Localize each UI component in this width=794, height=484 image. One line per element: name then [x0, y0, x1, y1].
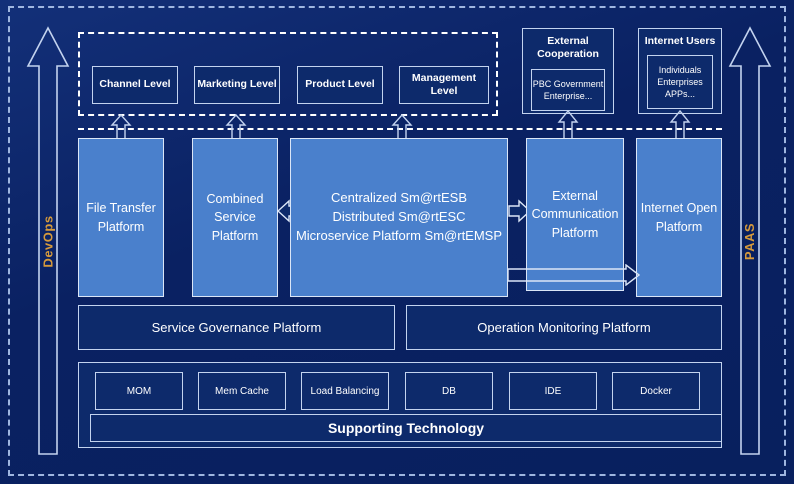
- connector-arrow-internet-open: [669, 110, 691, 140]
- internet-users-title: Internet Users: [644, 35, 716, 47]
- paas-arrow-label: PAAS: [742, 222, 758, 260]
- tech-cell-ide[interactable]: IDE: [509, 372, 597, 410]
- supporting-technology-bar[interactable]: Supporting Technology: [90, 414, 722, 442]
- connector-arrow-esb: [391, 114, 413, 140]
- platform-label: External Communication Platform: [531, 189, 619, 240]
- tech-label: Mem Cache: [215, 385, 269, 397]
- level-box-product[interactable]: Product Level: [297, 66, 383, 104]
- tech-label: IDE: [544, 385, 562, 397]
- platform-box-internet-open[interactable]: Internet Open Platform: [636, 138, 722, 297]
- level-box-channel[interactable]: Channel Level: [92, 66, 178, 104]
- tech-label: Load Balancing: [310, 385, 380, 397]
- level-label: Marketing Level: [197, 78, 277, 91]
- arrow-esb-to-internet-open: [507, 263, 641, 287]
- level-label: Product Level: [305, 78, 375, 91]
- arrow-right-esb-to-external: [508, 198, 532, 224]
- connector-arrow-combined-service: [225, 114, 247, 140]
- tech-cell-docker[interactable]: Docker: [612, 372, 700, 410]
- outer-dashed-frame: [8, 6, 786, 476]
- platform-box-external-communication[interactable]: External Communication Platform: [526, 138, 624, 291]
- platform-box-combined-service[interactable]: Combined Service Platform: [192, 138, 278, 297]
- devops-arrow-label: DevOps: [40, 214, 56, 268]
- platform-label: File Transfer Platform: [86, 201, 156, 234]
- connector-arrow-external-comm: [557, 110, 579, 140]
- tech-label: MOM: [126, 385, 152, 397]
- internet-users-detail: Individuals Enterprises APPs...: [647, 55, 713, 109]
- paas-arrow: PAAS: [728, 26, 772, 456]
- devops-arrow: DevOps: [26, 26, 70, 456]
- tech-label: Docker: [640, 385, 672, 397]
- external-cooperation-title: External Cooperation: [537, 35, 599, 60]
- external-cooperation-detail: PBC Government Enterprise...: [531, 69, 605, 111]
- tech-cell-mom[interactable]: MOM: [95, 372, 183, 410]
- platform-box-esb[interactable]: Centralized Sm@rtESB Distributed Sm@rtES…: [290, 138, 508, 297]
- level-label: Channel Level: [99, 78, 171, 91]
- tech-label: DB: [442, 385, 456, 397]
- platform-layer-divider: [78, 124, 722, 130]
- external-cooperation-box[interactable]: External Cooperation PBC Government Ente…: [522, 28, 614, 114]
- supporting-technology-label: Supporting Technology: [327, 420, 485, 436]
- governance-box-service[interactable]: Service Governance Platform: [78, 305, 395, 350]
- level-label: Management Level: [411, 71, 477, 97]
- governance-label: Service Governance Platform: [151, 320, 322, 335]
- level-box-management[interactable]: Management Level: [399, 66, 489, 104]
- consumer-levels-container: [78, 32, 498, 116]
- governance-label: Operation Monitoring Platform: [477, 320, 651, 335]
- tech-cell-load-balancing[interactable]: Load Balancing: [301, 372, 389, 410]
- platform-label: Internet Open Platform: [640, 201, 718, 234]
- governance-box-monitoring[interactable]: Operation Monitoring Platform: [406, 305, 722, 350]
- platform-box-file-transfer[interactable]: File Transfer Platform: [78, 138, 164, 297]
- tech-cell-db[interactable]: DB: [405, 372, 493, 410]
- platform-label: Combined Service Platform: [206, 192, 264, 243]
- platform-label: Centralized Sm@rtESB Distributed Sm@rtES…: [295, 190, 503, 243]
- internet-users-box[interactable]: Internet Users Individuals Enterprises A…: [638, 28, 722, 114]
- tech-cell-mem-cache[interactable]: Mem Cache: [198, 372, 286, 410]
- level-box-marketing[interactable]: Marketing Level: [194, 66, 280, 104]
- connector-arrow-file-transfer: [110, 114, 132, 140]
